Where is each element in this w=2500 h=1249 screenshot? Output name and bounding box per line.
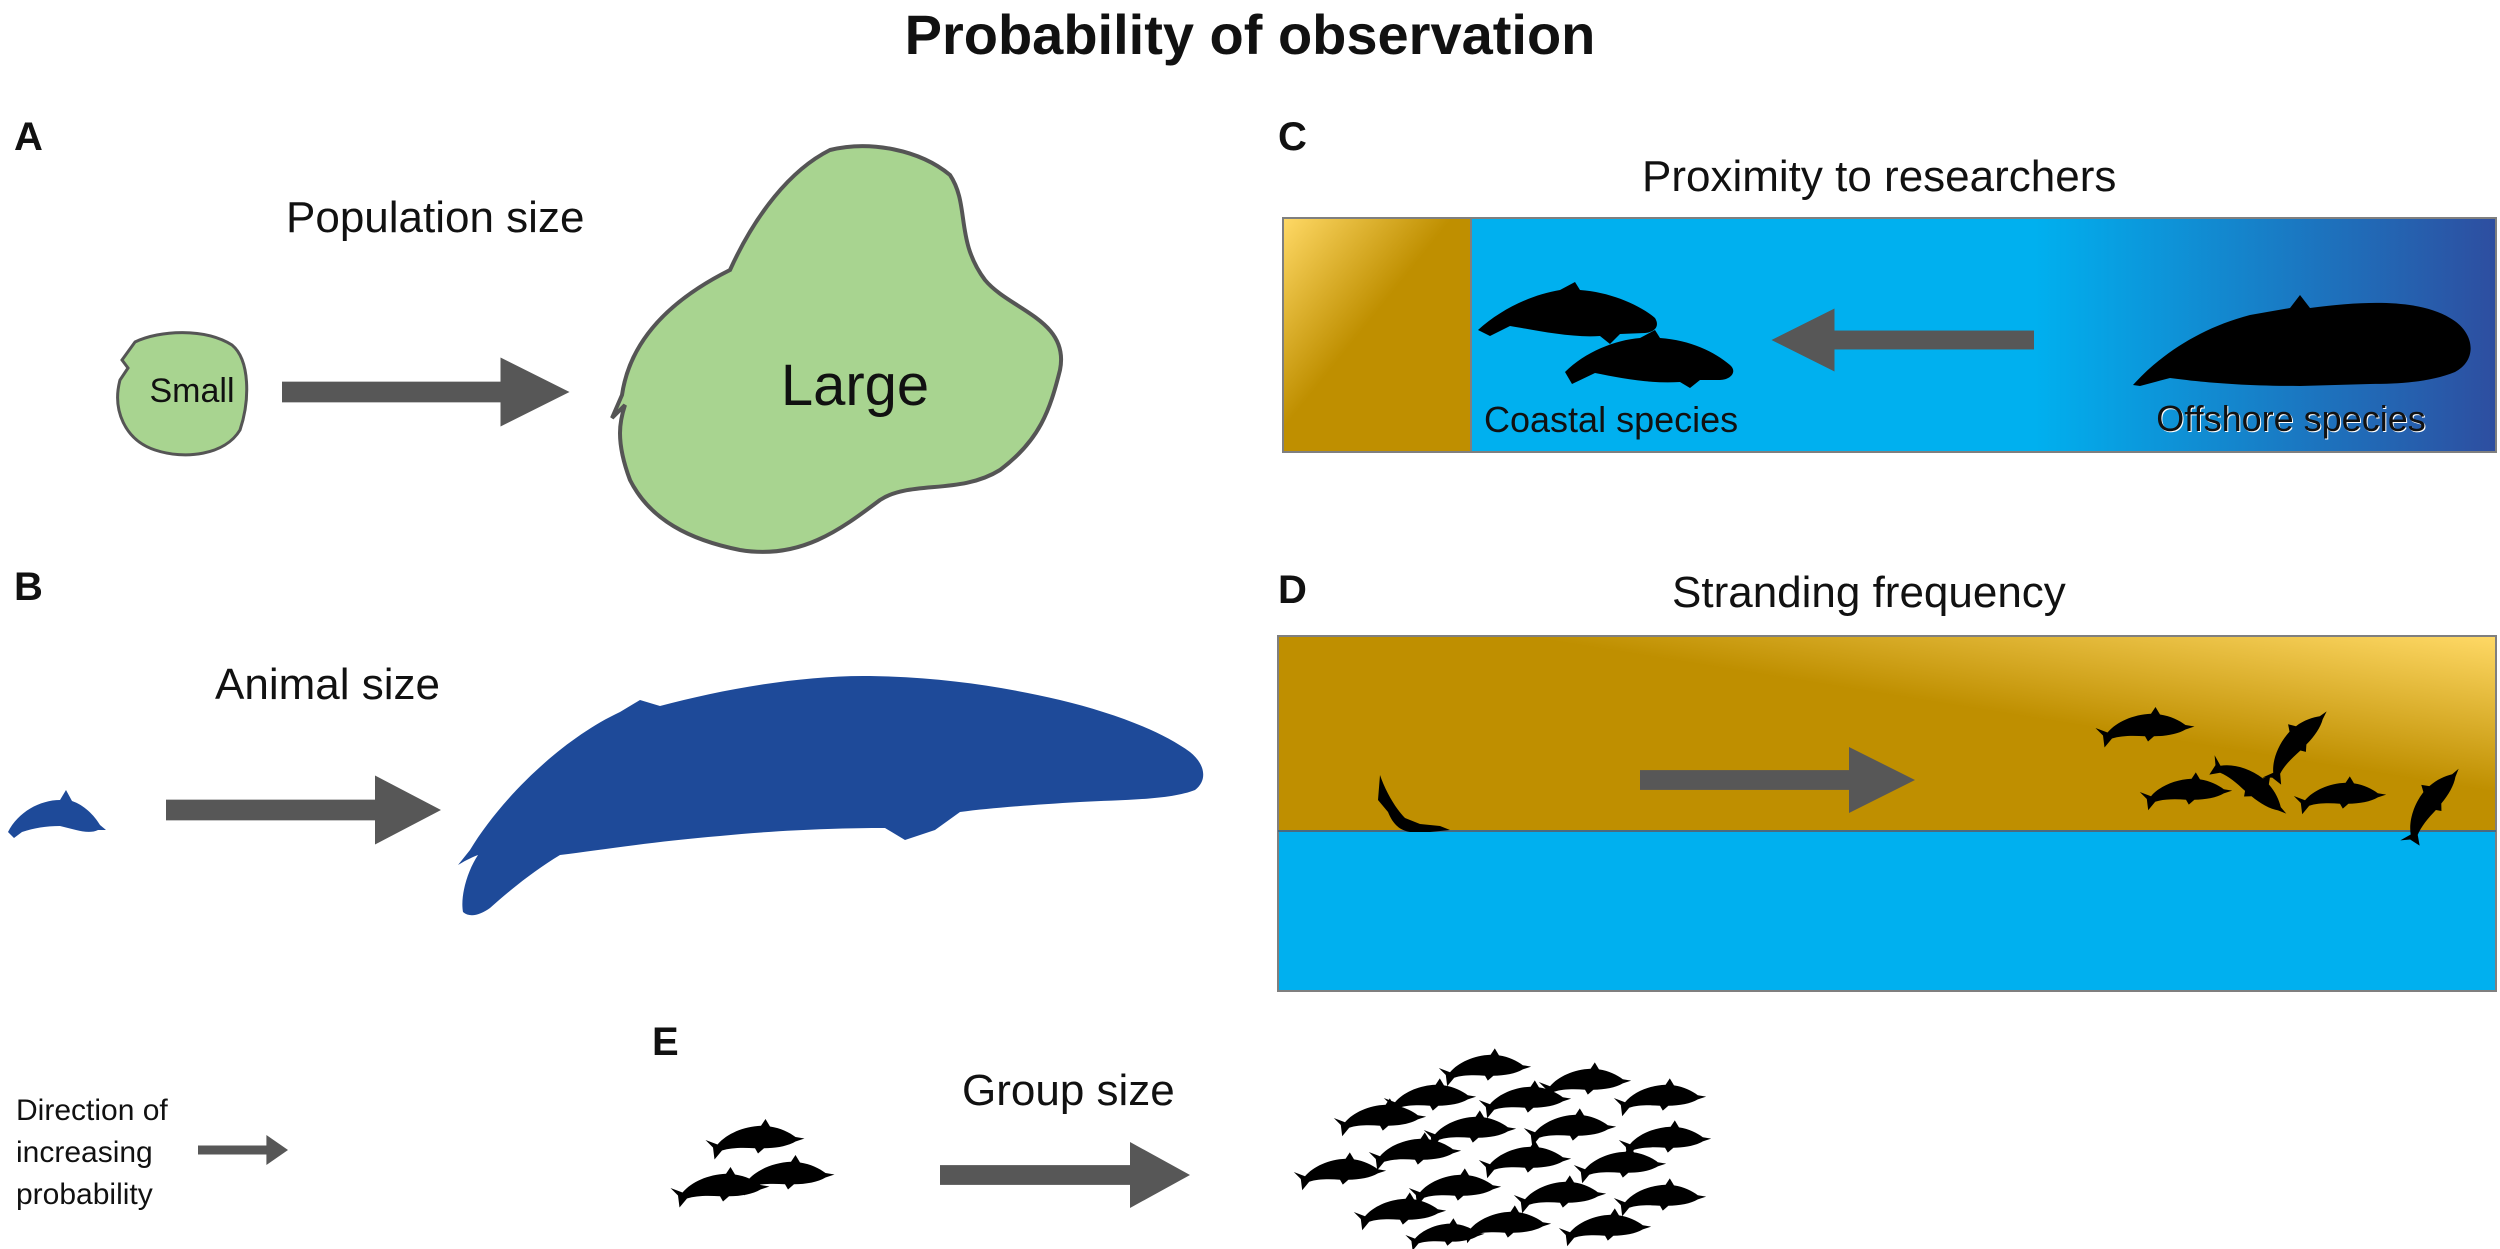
arrow-right-icon: [282, 357, 570, 427]
legend-line-2: increasing: [16, 1136, 153, 1169]
legend-line-3: probability: [16, 1178, 153, 1211]
legend: Direction of increasing probability: [16, 1090, 168, 1216]
panel-letter-a: A: [14, 115, 43, 159]
panel-c-scene: [1282, 217, 2497, 453]
legend-arrow-icon: [198, 1135, 288, 1165]
offshore-whale-icon: [2133, 295, 2471, 386]
panel-letter-b: B: [14, 565, 43, 609]
heading-stranding: Stranding frequency: [1672, 568, 2066, 617]
coastal-species-label: Coastal species: [1484, 399, 1738, 440]
heading-proximity: Proximity to researchers: [1642, 152, 2117, 201]
dolphin-group-large: [1293, 1048, 1712, 1249]
offshore-species-label: Offshore species: [2157, 399, 2426, 440]
panel-letter-e: E: [652, 1020, 679, 1064]
offshore-species-label-text: Offshore species: [2156, 398, 2425, 439]
legend-line-1: Direction of: [16, 1094, 168, 1127]
panel-letter-d: D: [1278, 568, 1307, 612]
panel-letter-c: C: [1278, 115, 1307, 159]
whale-icon: [458, 675, 1204, 916]
heading-population-size: Population size: [286, 193, 585, 242]
beaked-whale-icon: [1478, 282, 1734, 388]
large-label: Large: [781, 353, 929, 418]
blob-small: [116, 331, 249, 457]
blob-large: [610, 144, 1064, 554]
heading-group-size: Group size: [962, 1066, 1175, 1115]
dolphin-icon: [8, 790, 106, 838]
figure-title: Probability of observation: [904, 3, 1596, 66]
arrow-right-icon: [940, 1142, 1190, 1208]
arrow-right-icon: [166, 775, 441, 845]
dolphin-group-small: [670, 1119, 835, 1208]
dolphin-icon: [1378, 775, 1450, 832]
panel-d-scene: [1277, 635, 2497, 992]
small-label: Small: [149, 372, 234, 410]
heading-animal-size: Animal size: [215, 660, 440, 709]
